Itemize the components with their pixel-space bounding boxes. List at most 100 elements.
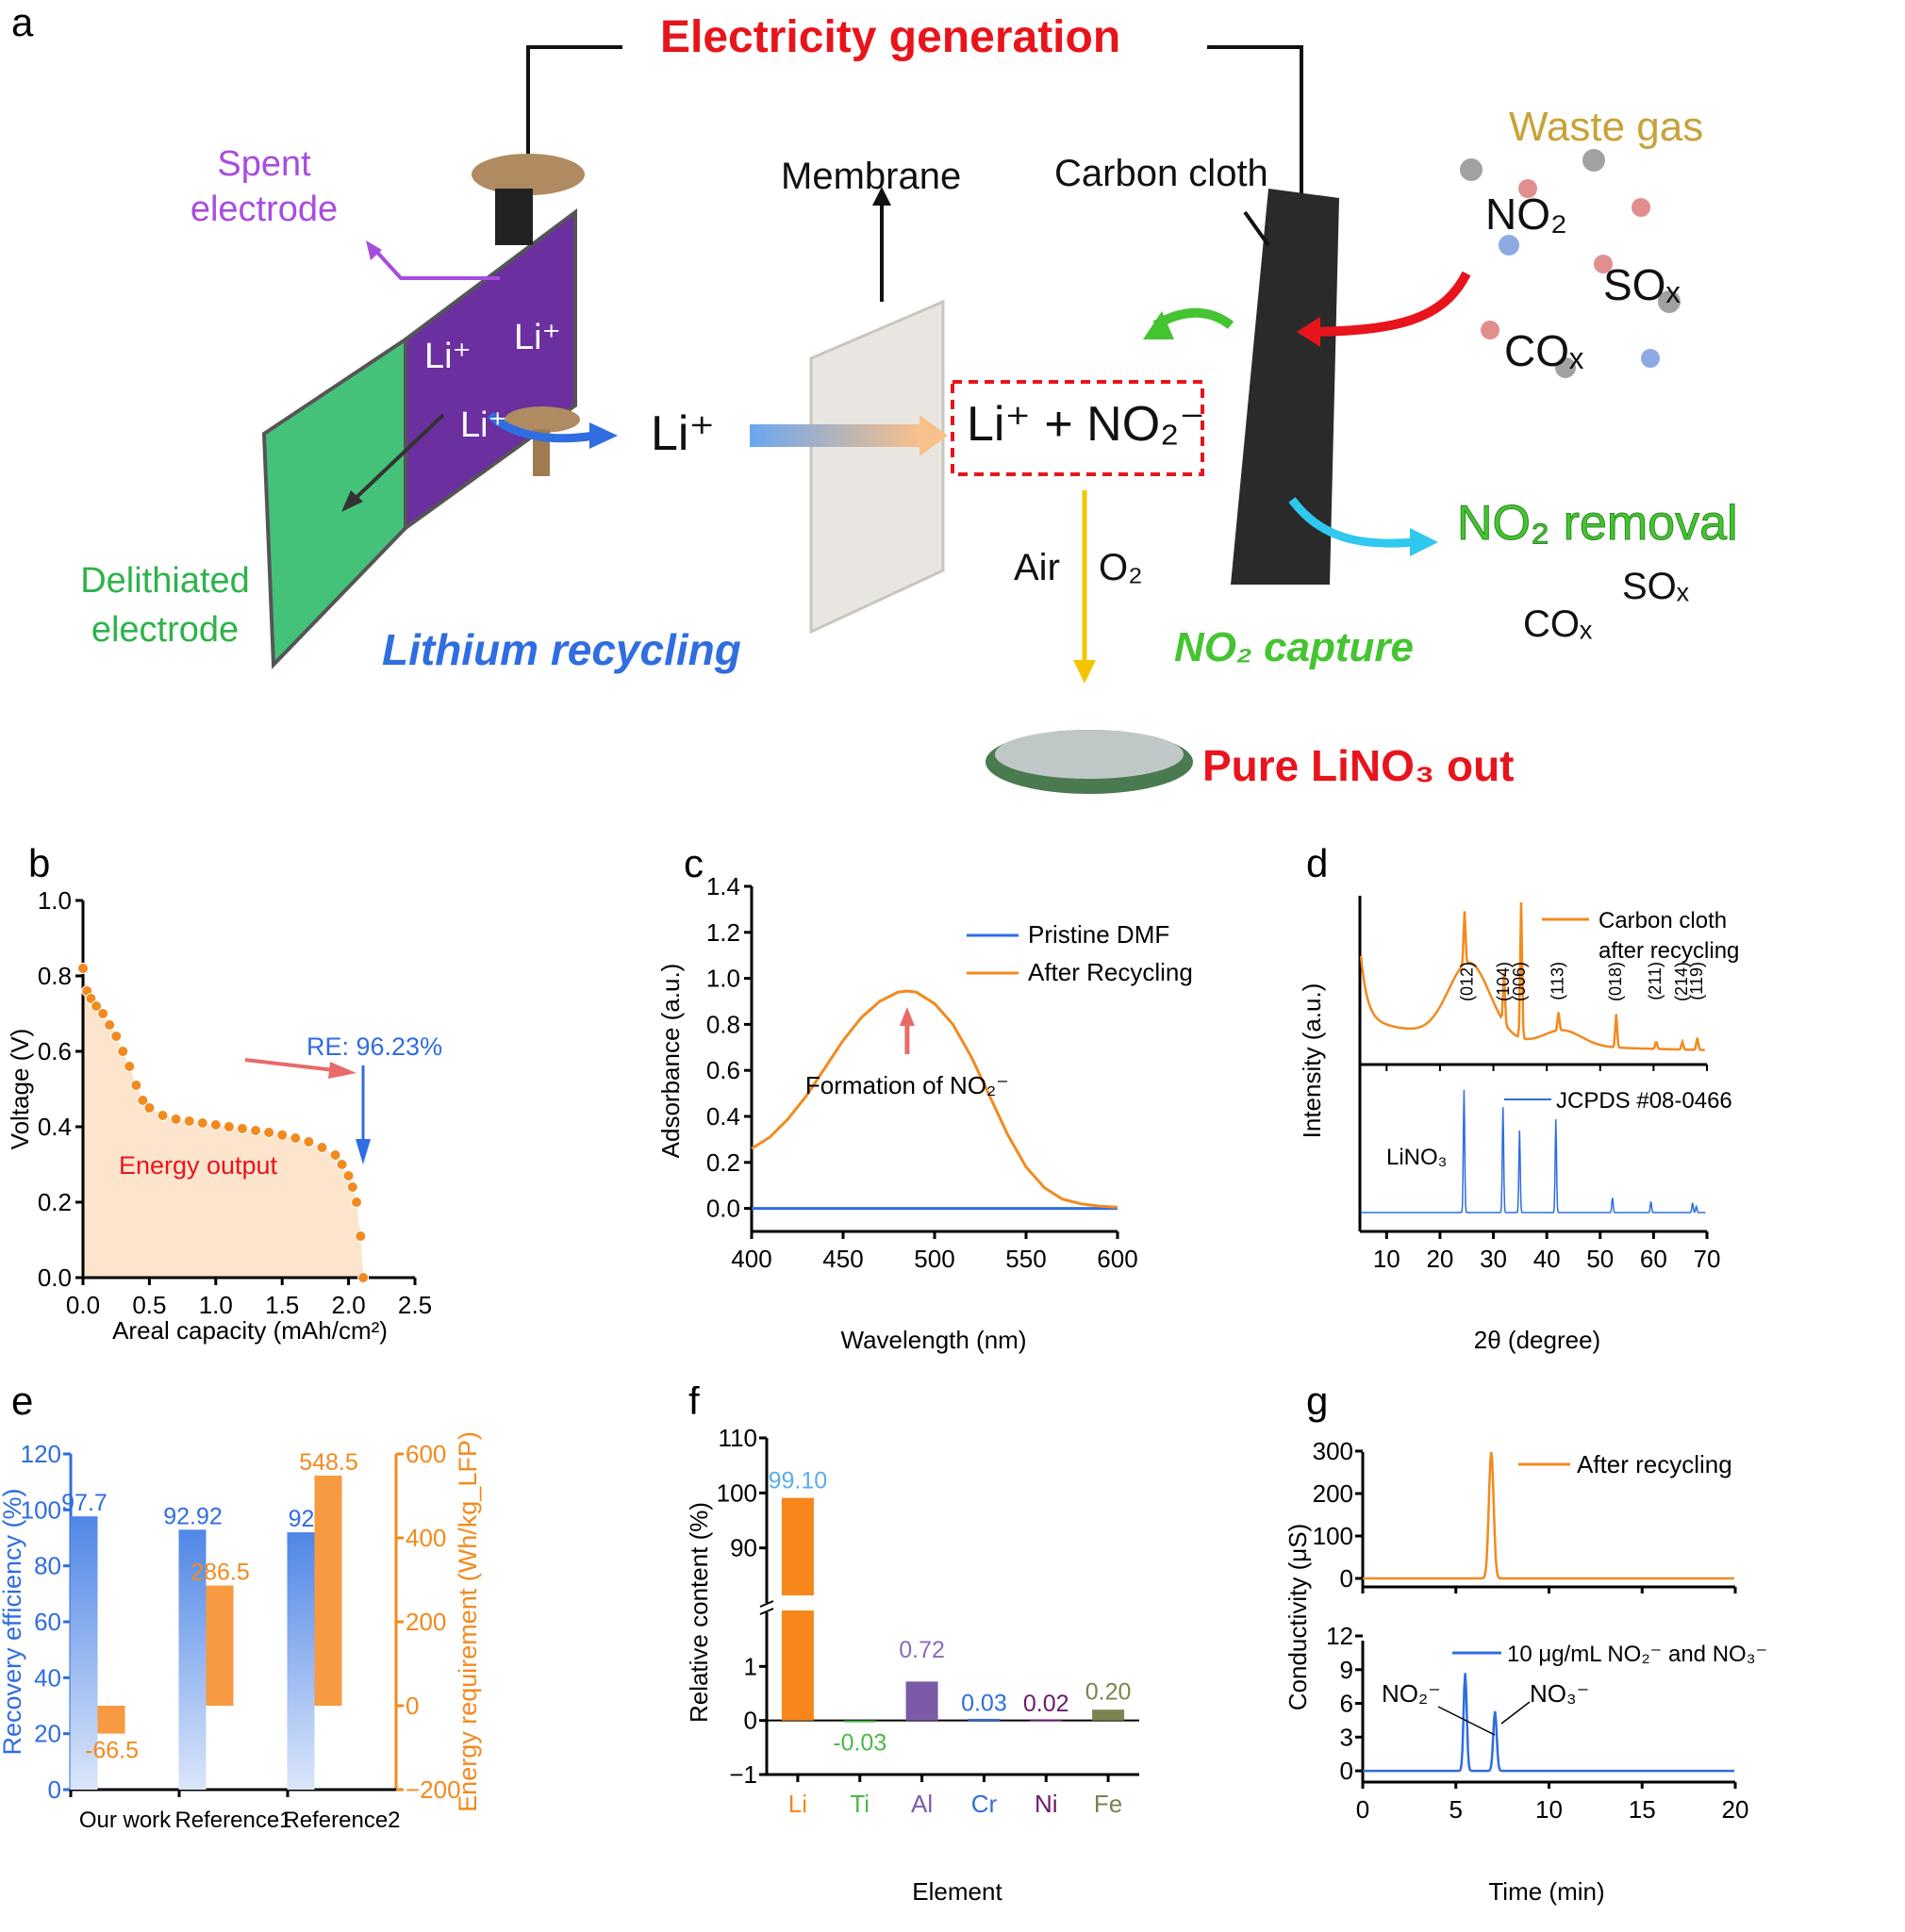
series-line-carbon-cloth — [1359, 901, 1705, 1051]
x-tick-label: 60 — [1640, 1245, 1667, 1273]
label-pure-lino3: Pure LiNO₃ out — [1202, 741, 1515, 790]
x-tick-label: 0 — [1356, 1795, 1369, 1824]
y-tick-label: 200 — [1313, 1479, 1353, 1508]
data-point — [336, 1159, 348, 1170]
label-carbon-cloth: Carbon cloth — [1054, 153, 1268, 194]
label-li-no2: Li⁺ + NO₂⁻ — [967, 397, 1205, 452]
bar-label-recovery: 97.7 — [61, 1490, 108, 1516]
energy-output-label: Energy output — [119, 1151, 278, 1180]
y-axis-label: Relative content (%) — [685, 1502, 713, 1723]
x-tick-label: 2.0 — [332, 1291, 366, 1319]
energy-output-area — [83, 968, 364, 1278]
x-tick-label: 70 — [1694, 1245, 1721, 1273]
carbon-cloth — [1231, 189, 1339, 585]
bar-label-energy: -66.5 — [85, 1738, 139, 1764]
data-point — [329, 1149, 341, 1161]
axis-break — [759, 1600, 774, 1608]
bar-al — [905, 1681, 938, 1721]
label-li-ion-1: Li⁺ — [424, 337, 472, 376]
data-point — [316, 1142, 328, 1153]
bar-label-recovery: 92.92 — [163, 1503, 223, 1529]
label-gas-sox: SOₓ — [1603, 260, 1681, 309]
bar-value-label: 0.03 — [961, 1690, 1007, 1716]
y-tick-label: 0 — [48, 1775, 61, 1804]
data-point — [355, 1230, 367, 1242]
x-tick-label: Reference1 — [174, 1808, 291, 1833]
data-point — [351, 1197, 363, 1208]
legend-label: Pristine DMF — [1028, 920, 1169, 949]
bar-ni — [1030, 1719, 1063, 1722]
panel-a: a — [0, 0, 1905, 830]
x-tick-label: 2.5 — [398, 1291, 432, 1319]
data-point — [157, 1110, 169, 1121]
y-tick-label: 0.8 — [38, 962, 72, 990]
bar-li-lower — [781, 1610, 814, 1721]
y-tick-label: 0.2 — [706, 1148, 740, 1177]
bar-label-recovery: 92 — [289, 1506, 315, 1532]
y-tick-label: 0.6 — [38, 1037, 72, 1065]
waste-gas-molecules — [1460, 149, 1681, 378]
annotation-label: Formation of NO₂⁻ — [805, 1071, 1009, 1099]
data-point — [346, 1181, 358, 1193]
x-tick-label: 400 — [731, 1245, 771, 1273]
y-tick-label: 0.6 — [706, 1056, 740, 1084]
bar-value-label: -0.03 — [833, 1729, 886, 1756]
label-gas-no2: NO₂ — [1485, 190, 1567, 239]
y-axis-label-right: Energy requirement (Wh/kg_LFP) — [454, 1431, 482, 1812]
data-point — [209, 1119, 222, 1131]
label-out-sox: SOₓ — [1622, 566, 1689, 607]
peak-label: (214) — [1672, 962, 1691, 1001]
x-tick-label: Ti — [850, 1790, 870, 1818]
x-tick-label: Al — [911, 1790, 933, 1818]
x-tick-label: Reference2 — [283, 1808, 400, 1833]
reaction-box — [951, 380, 1204, 476]
x-tick-label: 1.0 — [199, 1291, 233, 1319]
legend-label-jcpds: JCPDS #08-0466 — [1556, 1088, 1732, 1114]
circuit-wire — [261, 45, 1681, 794]
bar-energy-requirement — [206, 1585, 234, 1706]
y-tick-label: 0.0 — [706, 1195, 740, 1223]
y-tick-label: 1 — [744, 1652, 757, 1680]
x-tick-label: 450 — [822, 1245, 863, 1273]
peak-arrow-no2 — [1437, 1706, 1496, 1736]
x-tick-label: 50 — [1586, 1245, 1614, 1273]
data-point — [357, 1272, 370, 1283]
data-point — [342, 1170, 355, 1181]
data-point — [104, 1019, 116, 1031]
peak-label: (012) — [1457, 962, 1476, 1001]
y-tick-label: 100 — [717, 1478, 757, 1507]
x-tick-label: 20 — [1426, 1245, 1453, 1273]
bar-value-label: 0.02 — [1023, 1691, 1069, 1717]
y-tick-label: 0.4 — [38, 1113, 72, 1141]
peak-label: (119) — [1687, 962, 1706, 1000]
y-tick-label: 300 — [1313, 1437, 1353, 1465]
data-point — [137, 1095, 149, 1106]
y-axis-label: Adsorbance (a.u.) — [656, 964, 685, 1159]
bar-energy-requirement — [97, 1706, 125, 1734]
y-tick-label: 0.2 — [38, 1188, 72, 1216]
data-point — [130, 1080, 142, 1091]
axis-break — [759, 1608, 774, 1615]
bar-energy-requirement — [314, 1475, 342, 1706]
label-li-ion-2: Li⁺ — [514, 318, 561, 357]
data-point — [110, 1031, 123, 1042]
y-tick-label: 0.4 — [706, 1102, 740, 1131]
x-axis-label: Element — [912, 1877, 1002, 1906]
bar-value-label: 0.72 — [899, 1637, 945, 1663]
data-point — [196, 1117, 208, 1129]
x-tick-label: Cr — [971, 1790, 998, 1818]
label-air: Air — [1014, 547, 1060, 588]
data-point — [91, 1000, 103, 1012]
y2-tick-label: 400 — [406, 1524, 446, 1552]
data-point — [117, 1046, 129, 1057]
data-point — [183, 1115, 195, 1127]
panel-letter-c: c — [684, 841, 704, 885]
y-tick-label: 0 — [744, 1707, 757, 1735]
re-arrowhead — [356, 1139, 371, 1164]
x-tick-label: 0.0 — [66, 1291, 100, 1319]
series-line-after-recycling — [1363, 1451, 1735, 1580]
x-tick-label: 0.5 — [132, 1291, 166, 1319]
